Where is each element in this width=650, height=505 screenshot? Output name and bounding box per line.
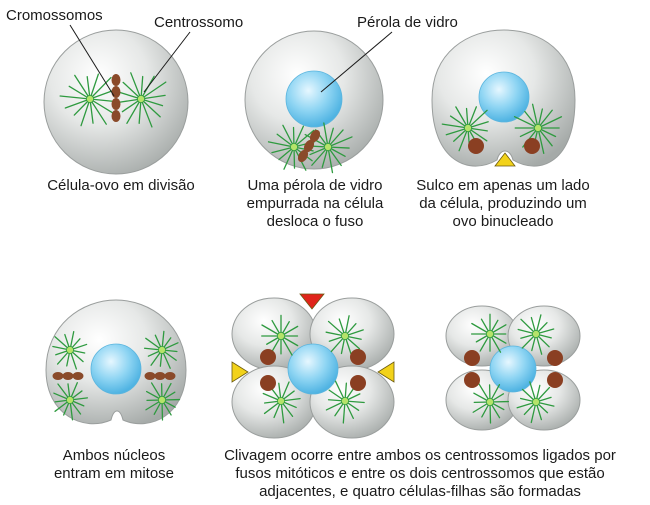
chromosome-panel1-4 [111, 110, 121, 122]
leader-centrosome [143, 31, 191, 93]
centrosome-aster-panel6-3 [472, 383, 510, 424]
furrow-arrow-yellow-panel3 [494, 152, 516, 167]
chromosome-left-panel4-2 [62, 372, 74, 380]
furrow-arrow-yellow-left-panel5 [231, 361, 249, 383]
label-centrosome: Centrossomo [154, 14, 244, 31]
glass-bead-panel2 [285, 70, 343, 128]
caption-panel4: Ambos núcleos entram em mitose [24, 447, 204, 483]
nucleus-panel6-4 [547, 372, 563, 388]
chromosome-panel1-1 [111, 74, 121, 86]
caption-panel4-line2: entram em mitose [53, 465, 175, 482]
centrosome-aster-1-panel4 [52, 330, 88, 370]
caption-panel2-line2: empurrada na célula [246, 195, 384, 212]
glass-bead-panel4 [90, 343, 142, 395]
centrosome-aster-left-panel1 [59, 73, 114, 127]
caption-panel5-line1: Clivagem ocorre entre ambos os centrosso… [224, 447, 616, 464]
centrosome-aster-panel6-1 [470, 313, 507, 353]
caption-panel2-line1: Uma pérola de vidro [247, 177, 383, 194]
nucleus-panel6-3 [464, 372, 480, 388]
chromosome-left-panel4-3 [72, 372, 84, 380]
caption-panel1: Célula-ovo em divisão [26, 177, 216, 195]
caption-panel3: Sulco em apenas um lado da célula, produ… [398, 177, 608, 231]
centrosome-aster-4-panel4 [145, 382, 181, 421]
chromosome-panel2-3 [309, 129, 321, 143]
caption-panel2-line3: desloca o fuso [266, 213, 364, 230]
leader-chromosomes [69, 24, 115, 97]
chromosome-panel2-2 [303, 139, 315, 153]
chromosome-left-panel4-1 [52, 372, 64, 380]
nucleus-panel6-2 [547, 350, 563, 366]
centrosome-aster-panel6-2 [517, 314, 555, 355]
chromosome-right-panel4-1 [144, 372, 156, 380]
glass-bead-panel3 [478, 71, 530, 123]
centrosome-aster-panel5-2 [325, 315, 364, 358]
nucleus-panel5-2 [350, 349, 366, 365]
caption-panel5-line3: adjacentes, e quatro células-filhas são … [259, 483, 581, 500]
centrosome-aster-panel5-4 [325, 380, 365, 424]
chromosome-panel2-1 [297, 149, 309, 163]
caption-panel5: Clivagem ocorre entre ambos os centrosso… [194, 447, 646, 501]
centrosome-aster-panel5-1 [261, 314, 299, 356]
centrosome-aster-3-panel4 [143, 330, 179, 369]
caption-panel1-line: Célula-ovo em divisão [47, 177, 195, 194]
centrosome-aster-right-panel2 [304, 122, 353, 174]
chromosome-panel1-3 [111, 98, 121, 110]
glass-bead-panel5 [287, 343, 339, 395]
nucleus-panel5-1 [260, 349, 276, 365]
nucleus-left-panel3 [468, 138, 484, 154]
furrow-arrow-red-panel5 [299, 293, 325, 310]
centrosome-aster-panel6-4 [516, 381, 555, 424]
nucleus-panel5-3 [260, 375, 276, 391]
leader-glass-bead [320, 31, 393, 93]
label-chromosomes: Cromossomos [6, 7, 103, 24]
nucleus-panel6-1 [464, 350, 480, 366]
caption-panel5-line2: fusos mitóticos e entre os dois centross… [235, 465, 605, 482]
furrow-arrow-yellow-right-panel5 [377, 361, 395, 383]
caption-panel3-line3: ovo binucleado [452, 213, 554, 230]
nucleus-panel5-4 [350, 375, 366, 391]
caption-panel4-line1: Ambos núcleos [62, 447, 166, 464]
caption-panel3-line1: Sulco em apenas um lado [416, 177, 590, 194]
caption-panel2: Uma pérola de vidro empurrada na célula … [220, 177, 410, 231]
nucleus-right-panel3 [524, 138, 540, 154]
chromosome-right-panel4-3 [164, 372, 176, 380]
chromosome-right-panel4-2 [154, 372, 166, 380]
chromosome-panel1-2 [111, 86, 121, 98]
glass-bead-panel6 [489, 345, 537, 393]
label-glass-bead: Pérola de vidro [357, 14, 458, 31]
centrosome-aster-2-panel4 [53, 382, 89, 421]
caption-panel3-line2: da célula, produzindo um [419, 195, 587, 212]
